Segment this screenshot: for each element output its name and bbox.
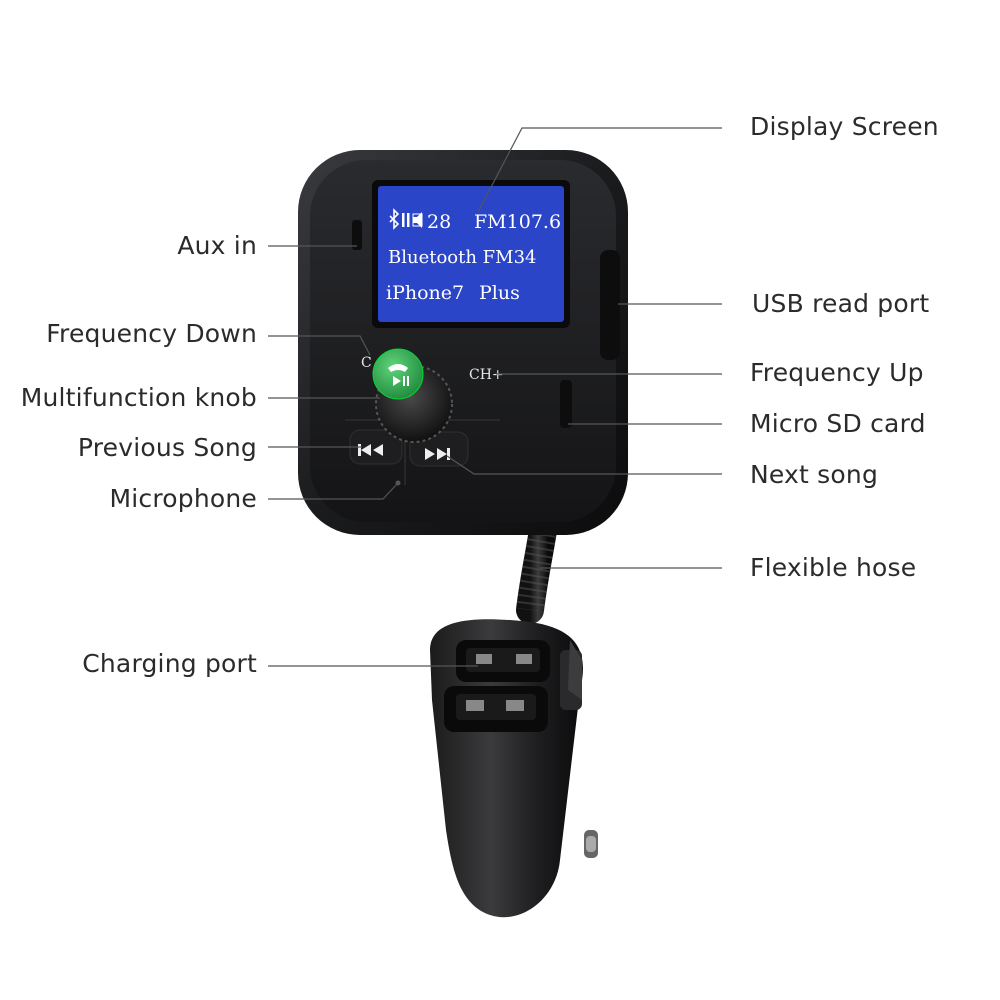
screen-frequency: FM107.6 [474, 211, 561, 233]
screen-phone-suffix: Plus [479, 282, 520, 304]
display-screen: 28 FM107.6 Bluetooth FM34 iPhone7 Plus [372, 180, 570, 328]
charging-port-2 [444, 686, 548, 732]
next-song-button[interactable] [425, 448, 450, 460]
multifunction-knob[interactable] [372, 348, 453, 443]
screen-phone-model: iPhone7 [386, 282, 464, 304]
previous-song-button[interactable] [358, 444, 383, 456]
label-flexible-hose: Flexible hose [750, 553, 917, 582]
charging-port [456, 640, 550, 682]
bluetooth-icon [389, 208, 400, 230]
label-display-screen: Display Screen [750, 112, 939, 141]
leader-next-song [446, 455, 722, 475]
aux-in-port [352, 220, 362, 250]
leader-microphone [268, 483, 398, 500]
label-aux-in: Aux in [177, 231, 257, 260]
label-charging-port: Charging port [82, 649, 257, 678]
channel-up-button[interactable]: CH+ [469, 367, 504, 383]
phone-icon [388, 364, 408, 372]
label-microphone: Microphone [109, 484, 257, 513]
label-frequency-up: Frequency Up [750, 358, 924, 387]
leader-frequency-down [268, 335, 371, 356]
micro-sd-slot [560, 380, 572, 428]
play-pause-icon [393, 376, 409, 386]
label-previous-song: Previous Song [77, 433, 257, 462]
label-usb-read-port: USB read port [752, 289, 930, 318]
label-micro-sd-card: Micro SD card [750, 409, 926, 438]
channel-down-button[interactable]: C [361, 355, 372, 371]
screen-line-bluetooth: Bluetooth FM34 [388, 247, 537, 268]
label-frequency-down: Frequency Down [46, 319, 257, 348]
screen-volume-number: 28 [427, 211, 451, 233]
leader-display-screen [477, 127, 722, 213]
label-next-song: Next song [750, 460, 879, 489]
volume-icon [412, 212, 423, 228]
pause-icon [402, 213, 410, 227]
usb-read-port [600, 250, 620, 360]
label-multifunction-knob: Multifunction knob [20, 383, 257, 412]
